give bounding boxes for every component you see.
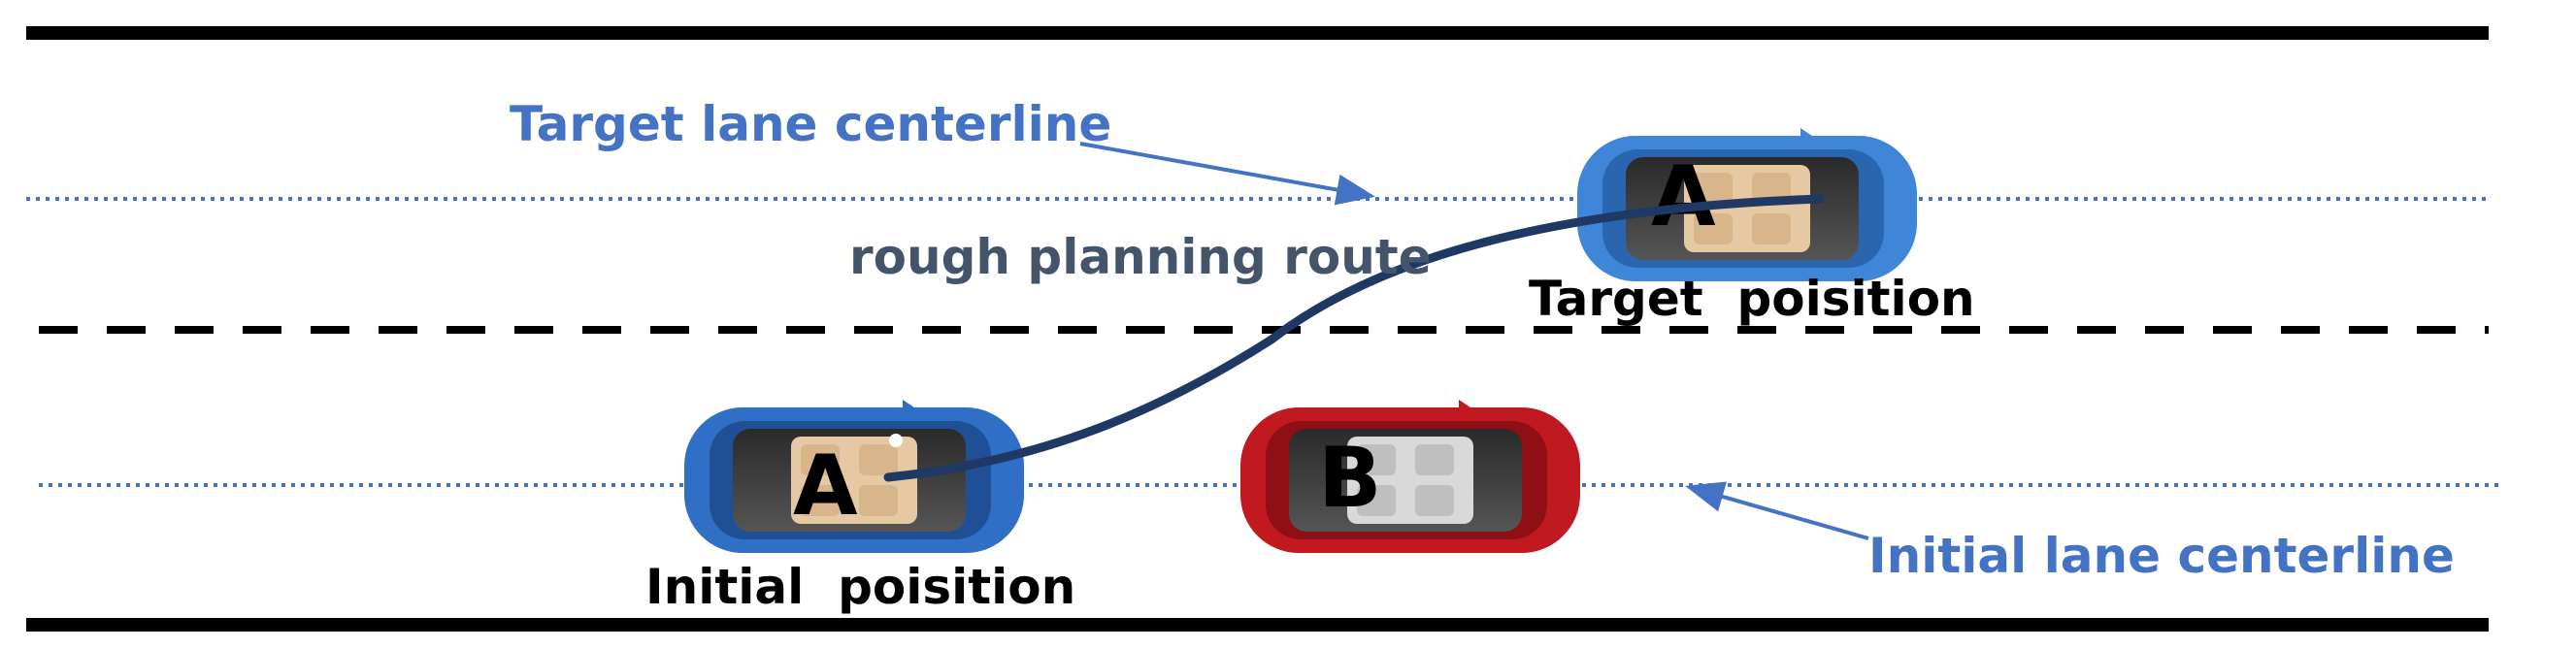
initial-position-label: Initial poisition [645,559,1075,615]
road-edge-top [26,26,2489,40]
initial-lane-pointer-arrow [1685,481,1869,540]
target-lane-centerline-label: Target lane centerline [510,96,1111,152]
target-lane-pointer-arrow [1079,142,1375,206]
road-edge-bottom [26,618,2489,632]
rough-planning-route-label: rough planning route [849,229,1432,285]
car-b-letter: B [1318,430,1382,527]
car-a-target-letter: A [1651,148,1716,245]
rough-planning-route [883,194,1825,482]
car-a-initial: A [684,400,1024,557]
initial-lane-centerline-label: Initial lane centerline [1868,528,2455,584]
car-a-target: A [1577,128,1917,281]
car-b-obstacle: B [1240,400,1580,553]
target-position-label: Target poisition [1529,271,1975,327]
car-a-initial-letter: A [793,438,858,535]
